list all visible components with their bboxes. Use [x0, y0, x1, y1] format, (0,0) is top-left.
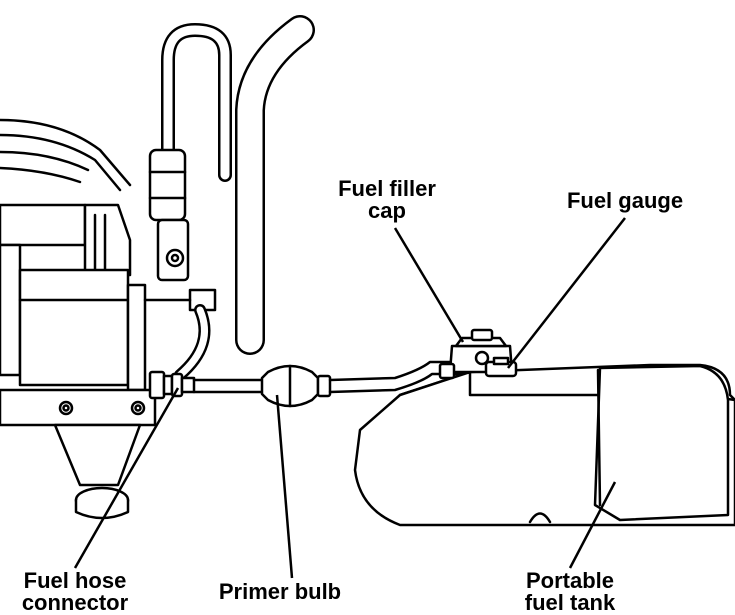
outboard-engine — [0, 118, 157, 520]
fuel-hose-connector — [148, 370, 196, 400]
label-fuel-filler-cap: Fuel filler cap — [327, 178, 447, 222]
label-fuel-hose-connector-line2: connector — [21, 590, 129, 615]
label-portable-fuel-tank-line2: fuel tank — [524, 590, 616, 615]
leader-fuel-hose-connector — [73, 387, 180, 569]
leader-fuel-filler-cap — [393, 227, 465, 343]
leader-primer-bulb — [275, 394, 294, 579]
leader-portable-fuel-tank — [568, 481, 617, 569]
label-fuel-gauge: Fuel gauge — [566, 188, 684, 213]
engine-hoses — [143, 15, 315, 381]
label-fuel-hose-connector: Fuel hose connector — [0, 570, 150, 614]
label-fuel-filler-cap-line2: cap — [368, 198, 406, 223]
leader-fuel-gauge — [507, 217, 626, 369]
label-portable-fuel-tank-line1: Portable — [525, 568, 615, 593]
label-fuel-hose-connector-line1: Fuel hose — [23, 568, 127, 593]
label-primer-bulb: Primer bulb — [218, 579, 342, 604]
label-fuel-filler-cap-line1: Fuel filler — [338, 176, 436, 201]
label-portable-fuel-tank: Portable fuel tank — [495, 570, 645, 614]
leader-lines — [73, 217, 626, 579]
portable-fuel-tank — [353, 328, 735, 527]
